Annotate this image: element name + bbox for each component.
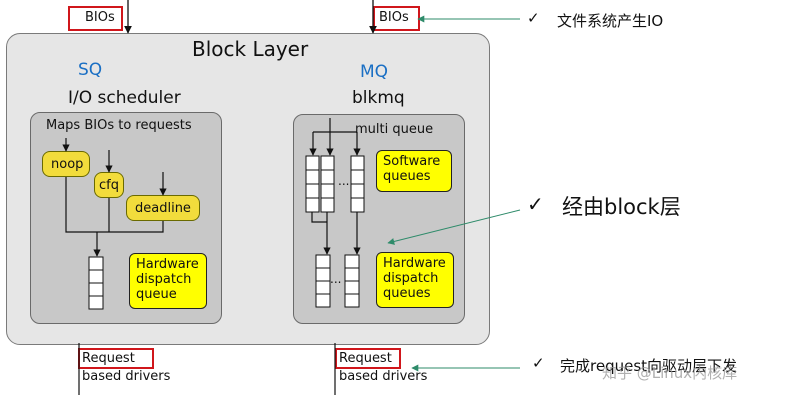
watermark: 知乎 @Linux内核库 (602, 364, 738, 382)
sq-hw-line-2: dispatch (136, 272, 192, 287)
deadline-box: deadline (126, 195, 200, 221)
mq-sw-stack-3 (350, 155, 365, 213)
mq-hardware-queues-box: Hardware dispatch queues (376, 252, 454, 308)
maps-bios-label: Maps BIOs to requests (46, 118, 192, 133)
block-layer-title: Block Layer (192, 37, 309, 61)
drivers-right-label: based drivers (339, 369, 428, 384)
check-icon: ✓ (527, 192, 544, 216)
sw-line-1: Software (383, 154, 441, 169)
bios-left-label: BIOs (85, 10, 115, 25)
mq-hw-line-2: dispatch (383, 271, 439, 286)
mq-hw-stack-2 (344, 254, 360, 308)
check-icon: ✓ (532, 354, 545, 372)
io-scheduler-title: I/O scheduler (68, 88, 181, 108)
mq-hw-stack-1 (315, 254, 331, 308)
mq-sw-stack-2 (320, 155, 335, 213)
mq-hw-line-1: Hardware (383, 256, 446, 271)
noop-label: noop (51, 157, 84, 172)
request-right-box (335, 348, 401, 369)
annotation-via-block: 经由block层 (562, 195, 681, 219)
bios-left-box (68, 6, 123, 31)
mq-dots-bottom: ... (330, 272, 342, 286)
noop-out-line (65, 177, 97, 233)
software-queues-box: Software queues (376, 150, 452, 192)
blkmq-title: blkmq (352, 88, 405, 108)
sq-label: SQ (78, 60, 103, 80)
request-right-label: Request (339, 351, 392, 366)
annotation-arrow-middle (387, 209, 521, 245)
request-left-label: Request (82, 351, 135, 366)
deadline-label: deadline (135, 201, 191, 216)
mq-hw-line-3: queues (383, 286, 431, 301)
annotation-send-request: 完成request向驱动层下发 (560, 357, 738, 375)
drivers-left-label: based drivers (82, 369, 171, 384)
bios-right-label: BIOs (379, 10, 409, 25)
deadline-out-line (97, 221, 164, 233)
cfq-label: cfq (99, 178, 119, 193)
sw-line-2: queues (383, 169, 431, 184)
mq-dots-top: ... (338, 174, 350, 188)
sq-hw-line-3: queue (136, 287, 177, 302)
sq-queue-stack (88, 256, 104, 310)
mq-sw-stack-1 (305, 155, 320, 213)
annotation-fs-io: 文件系统产生IO (557, 12, 664, 30)
multi-queue-label: multi queue (355, 122, 434, 137)
cfq-box: cfq (94, 172, 124, 198)
check-icon: ✓ (527, 9, 540, 27)
noop-box: noop (42, 151, 90, 177)
mq-merge-line (311, 212, 327, 223)
sq-hardware-queue-box: Hardware dispatch queue (129, 253, 207, 309)
sq-hw-line-1: Hardware (136, 257, 199, 272)
mq-label: MQ (360, 62, 389, 82)
